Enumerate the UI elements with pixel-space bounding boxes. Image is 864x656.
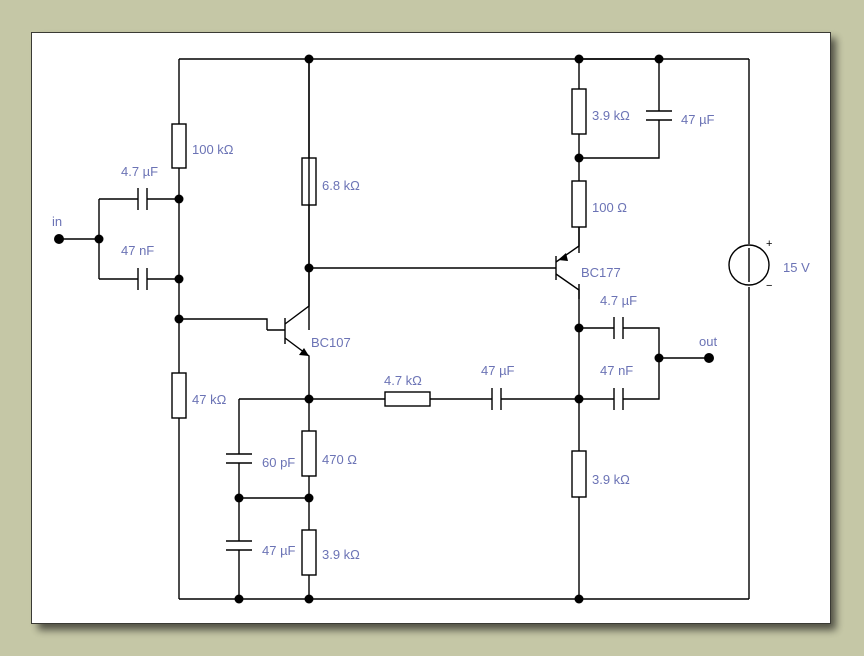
transistor-q1: [284, 59, 310, 360]
cap-4u7-in: [137, 188, 148, 210]
resistor-47k: [171, 372, 187, 419]
cap-47n-out: [613, 388, 624, 410]
c47n-in-label: 47 nF: [121, 243, 154, 258]
r6k8-label: 6.8 kΩ: [322, 178, 360, 193]
resistor-3k9-bottom: [301, 529, 317, 576]
minus-sign: −: [766, 280, 772, 292]
r47k-label: 47 kΩ: [192, 392, 227, 407]
c47u-bottom-label: 47 µF: [262, 543, 296, 558]
c4u7-in-label: 4.7 µF: [121, 164, 158, 179]
wires: [59, 58, 750, 600]
q1-label: BC107: [311, 335, 351, 350]
cap-47u-top: [646, 110, 672, 121]
q2-label: BC177: [581, 265, 621, 280]
r100k-label: 100 kΩ: [192, 142, 234, 157]
schematic-sheet: [31, 32, 831, 624]
cap-47n-in: [137, 268, 148, 290]
resistor-3k9-top: [571, 88, 587, 135]
r100-label: 100 Ω: [592, 200, 627, 215]
r3k9-top-label: 3.9 kΩ: [592, 108, 630, 123]
resistor-4k7: [384, 391, 431, 407]
resistor-100k: [171, 123, 187, 169]
r3k9-bottom-label: 3.9 kΩ: [322, 547, 360, 562]
junctions: [54, 54, 714, 604]
capacitors: [137, 110, 672, 551]
c60p-label: 60 pF: [262, 455, 295, 470]
resistor-100: [571, 180, 587, 228]
output-terminal: [704, 353, 714, 363]
output-label: out: [699, 334, 717, 349]
cap-47u-series: [491, 388, 502, 410]
input-label: in: [52, 214, 62, 229]
resistor-3k9-right: [571, 450, 587, 498]
c47u-top-label: 47 µF: [681, 112, 715, 127]
r470-label: 470 Ω: [322, 452, 357, 467]
cap-47u-bottom: [226, 540, 252, 551]
transistor-q2: [555, 227, 580, 299]
c47u-series-label: 47 µF: [481, 363, 515, 378]
cap-4u7-out: [613, 317, 624, 339]
voltage-source: + −: [728, 238, 772, 292]
c4u7-out-label: 4.7 µF: [600, 293, 637, 308]
supply-label: 15 V: [783, 260, 810, 275]
r3k9-right-label: 3.9 kΩ: [592, 472, 630, 487]
plus-sign: +: [766, 238, 772, 250]
cap-60p: [226, 453, 252, 464]
resistors: [171, 88, 587, 576]
r4k7-label: 4.7 kΩ: [384, 373, 422, 388]
c47n-out-label: 47 nF: [600, 363, 633, 378]
input-terminal: [54, 234, 64, 244]
labels: in out 15 V BC107 BC177 100 kΩ 4.7 µF 47…: [52, 108, 810, 562]
resistor-470: [301, 430, 317, 477]
